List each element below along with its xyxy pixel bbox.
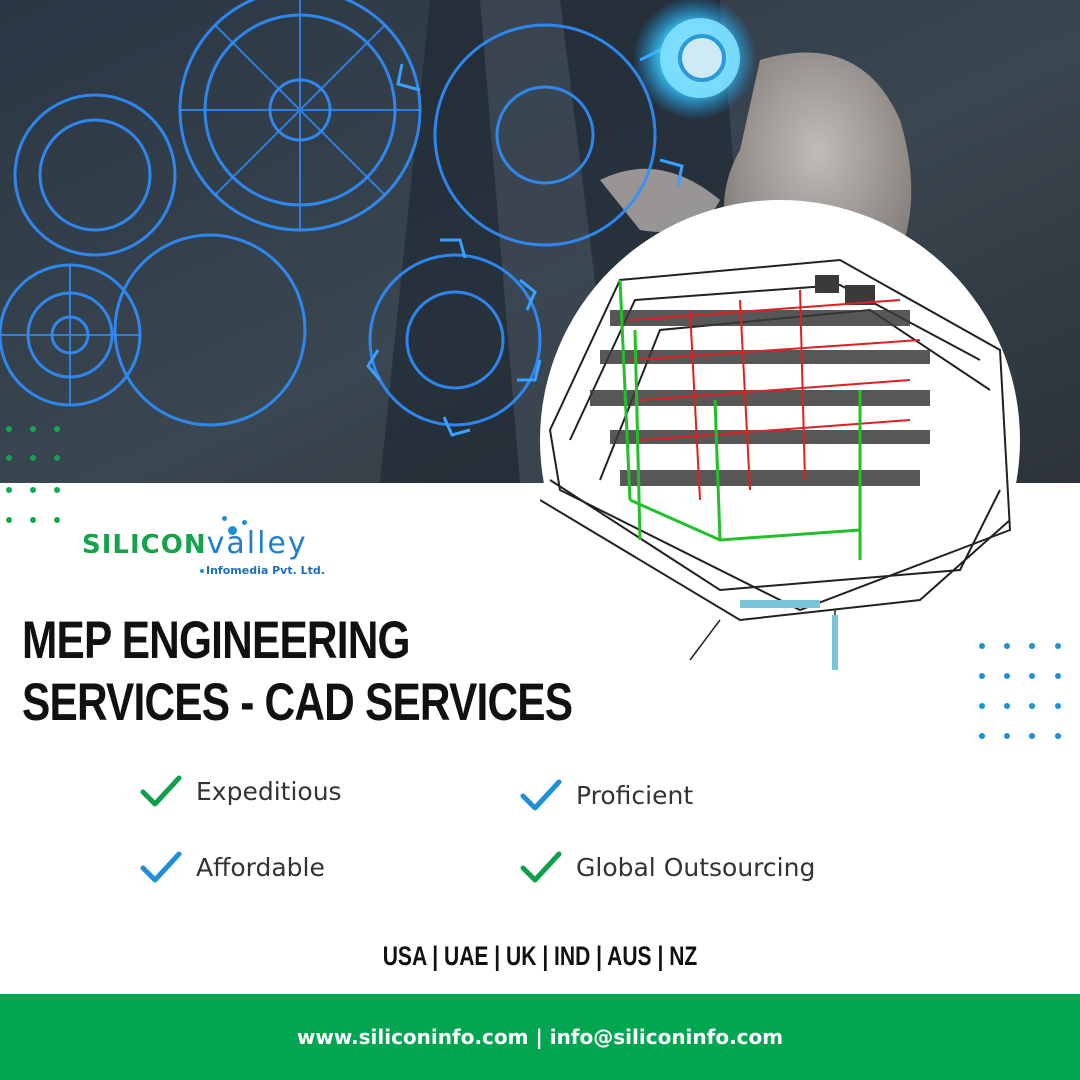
footer-contact[interactable]: www.siliconinfo.com | info@siliconinfo.c… bbox=[296, 1025, 784, 1049]
check-icon bbox=[520, 779, 562, 811]
title-line-1: MEP ENGINEERING bbox=[22, 611, 411, 670]
logo-name-silicon: SILICON bbox=[82, 530, 207, 560]
feature-label: Proficient bbox=[576, 780, 694, 810]
logo-name-valley: valley bbox=[206, 526, 308, 561]
feature-item-expeditious: Expeditious bbox=[140, 774, 342, 808]
feature-label: Global Outsourcing bbox=[576, 852, 816, 882]
page-title: MEP ENGINEERING SERVICES - CAD SERVICES bbox=[22, 610, 573, 734]
feature-label: Affordable bbox=[196, 852, 325, 882]
footer-bar: www.siliconinfo.com | info@siliconinfo.c… bbox=[0, 994, 1080, 1080]
logo-dot-decoration bbox=[242, 520, 247, 525]
regions-list: USA | UAE | UK | IND | AUS | NZ bbox=[382, 941, 698, 971]
check-icon bbox=[520, 851, 562, 883]
title-line-2: SERVICES - CAD SERVICES bbox=[22, 673, 573, 732]
logo-dot-decoration bbox=[222, 516, 227, 521]
feature-item-affordable: Affordable bbox=[140, 850, 325, 884]
logo-dot-decoration bbox=[200, 569, 204, 573]
logo-subtitle: Infomedia Pvt. Ltd. bbox=[206, 564, 325, 577]
blue-dot-grid bbox=[979, 643, 1061, 739]
logo-wordmark: SILICONvalley bbox=[82, 526, 308, 561]
feature-item-global-outsourcing: Global Outsourcing bbox=[520, 850, 815, 884]
mep-3d-model-image bbox=[540, 258, 1012, 670]
check-icon bbox=[140, 851, 182, 883]
company-logo: SILICONvalley Infomedia Pvt. Ltd. bbox=[82, 516, 372, 586]
green-dot-grid bbox=[6, 426, 60, 523]
feature-label: Expeditious bbox=[196, 776, 342, 806]
feature-item-proficient: Proficient bbox=[520, 778, 693, 812]
logo-dot-decoration bbox=[228, 526, 237, 535]
check-icon bbox=[140, 775, 182, 807]
